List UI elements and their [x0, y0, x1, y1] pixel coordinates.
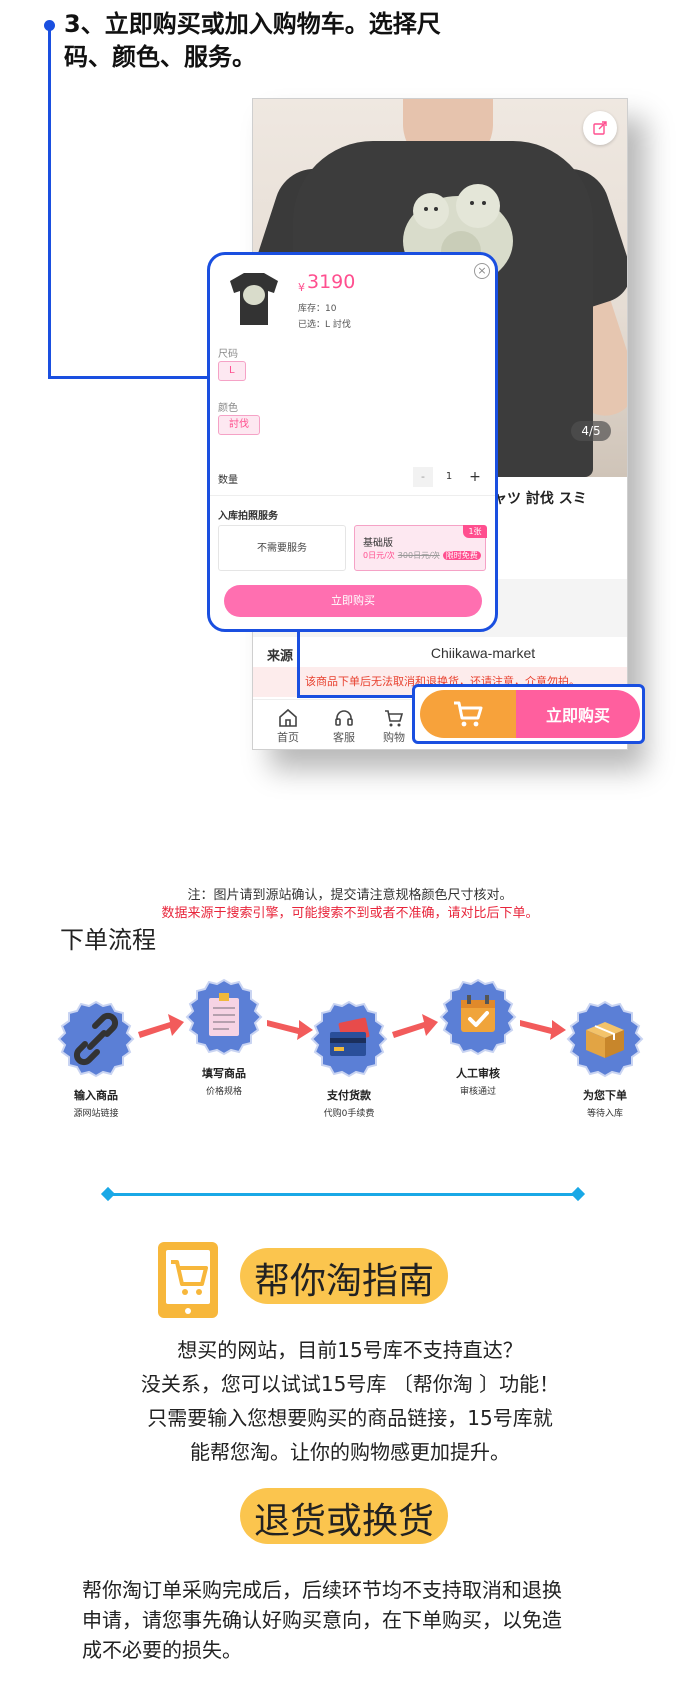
quantity-plus-button[interactable]: +: [469, 469, 481, 485]
step-connector-horizontal: [48, 376, 211, 379]
quantity-value[interactable]: 1: [445, 471, 453, 482]
popup-buy-now-button[interactable]: 立即购买: [224, 585, 482, 617]
service-basic-tag: 限时免费: [442, 551, 481, 560]
product-thumbnail: [230, 273, 278, 325]
flow-arrow-3: [392, 1014, 438, 1038]
tab-cart[interactable]: 购物: [367, 700, 421, 749]
service-basic-price: 0日元/次: [363, 551, 395, 560]
divider-diamond-right: [570, 1186, 586, 1202]
returns-line-1: 帮你淘订单采购完成后，后续环节均不支持取消和退换: [82, 1578, 562, 1602]
headset-icon: [335, 710, 353, 726]
flow-step-fill-sub: 价格规格: [205, 1087, 242, 1097]
price-value: 3190: [307, 271, 356, 293]
stock-text: 库存：10: [298, 304, 337, 314]
quantity-minus-button[interactable]: -: [413, 467, 433, 487]
notepad-icon: [209, 993, 239, 1036]
flow-step-review-title: 人工审核: [456, 1067, 500, 1080]
popup-connector-horizontal: [297, 695, 415, 698]
size-option-l[interactable]: L: [218, 361, 246, 381]
tab-service-label: 客服: [333, 731, 355, 744]
tab-service[interactable]: 客服: [317, 700, 371, 749]
add-to-cart-button[interactable]: [420, 690, 516, 738]
service-none-option[interactable]: 不需要服务: [218, 525, 346, 571]
flow-step-order-sub: 等待入库: [586, 1109, 623, 1119]
flow-step-pay-badge: [311, 1001, 387, 1077]
flow-step-order-badge: [567, 1001, 643, 1077]
flow-title: 下单流程: [60, 926, 156, 954]
service-basic-old-price: 300日元/次: [397, 551, 440, 560]
credit-card-icon: [330, 1017, 370, 1056]
flow-step-review-badge: [440, 979, 516, 1055]
service-label: 入库拍照服务: [218, 511, 278, 522]
calendar-check-icon: [461, 995, 495, 1032]
share-icon: [593, 121, 607, 135]
tab-home[interactable]: 首页: [261, 700, 315, 749]
source-label: 来源: [267, 649, 294, 664]
flow-step-order-title: 为您下单: [583, 1089, 627, 1102]
cart-icon: [454, 701, 483, 727]
note-data-warning: 数据来源于搜索引擎，可能搜索不到或者不准确，请对比后下单。: [161, 906, 539, 921]
flow-arrow-4: [520, 1020, 566, 1040]
flow-step-pay-sub: 代购0手续费: [323, 1109, 375, 1119]
quantity-label: 数量: [218, 475, 238, 486]
sku-selector-popup: × ¥ 3190 库存：10 已选：L 討伐 尺码 L 颜色 討伐 数量 - 1…: [207, 252, 498, 632]
popup-close-button[interactable]: ×: [474, 263, 490, 279]
flow-step-input-sub: 源网站链接: [73, 1109, 119, 1119]
source-value: Chiikawa-market: [430, 645, 536, 661]
step-connector-vertical: [48, 26, 51, 379]
guide-line-2: 没关系，您可以试试15号库 〔帮你淘 〕功能！: [140, 1372, 560, 1396]
guide-title-highlight: [240, 1248, 448, 1304]
tab-home-label: 首页: [277, 731, 299, 744]
product-title: ャツ 討伐 スミ: [493, 491, 587, 507]
flow-step-input-title: 输入商品: [74, 1089, 118, 1102]
step-dot: [44, 20, 55, 31]
price-symbol: ¥: [298, 281, 305, 294]
returns-title: 退货或换货: [253, 1501, 434, 1542]
divider-diamond-left: [100, 1186, 116, 1202]
guide-line-4: 能帮您淘。让你的购物感更加提升。: [190, 1440, 510, 1464]
selected-text: 已选：L 討伐: [298, 320, 351, 330]
size-label: 尺码: [218, 349, 238, 360]
flow-step-fill-title: 填写商品: [202, 1067, 246, 1080]
service-basic-name: 基础版: [363, 538, 393, 549]
cart-icon: [385, 710, 404, 727]
returns-title-highlight: [240, 1488, 448, 1544]
step-title: 3、立即购买或加入购物车。选择尺 码、颜色、服务。: [64, 8, 524, 74]
flow-step-pay-title: 支付货款: [327, 1089, 371, 1102]
guide-title: 帮你淘指南: [253, 1261, 434, 1302]
color-option[interactable]: 討伐: [218, 415, 260, 435]
returns-line-3: 成不必要的损失。: [82, 1638, 242, 1662]
tablet-cart-icon: [158, 1242, 218, 1318]
package-icon: [586, 1022, 624, 1058]
guide-line-3: 只需要输入您想要购买的商品链接，15号库就: [147, 1406, 553, 1430]
home-icon: [279, 708, 297, 727]
color-label: 颜色: [218, 403, 238, 414]
share-button[interactable]: [583, 111, 617, 145]
step-title-line1: 3、立即购买或加入购物车。选择尺: [64, 10, 441, 38]
flow-step-review-sub: 审核通过: [459, 1087, 496, 1097]
note-source-confirm: 注：图片请到源站确认，提交请注意规格颜色尺寸核对。: [187, 888, 513, 903]
returns-line-2: 申请，请您事先确认好购买意向，在下单购买，以免造: [82, 1608, 562, 1632]
flow-step-fill-badge: [186, 979, 262, 1055]
service-basic-badge: 1张: [463, 525, 487, 538]
image-counter: 4/5: [571, 421, 611, 441]
divider: [210, 495, 495, 496]
flow-arrow-2: [267, 1020, 313, 1040]
step-title-line2: 码、颜色、服务。: [64, 43, 256, 71]
flow-step-input-badge: [58, 1001, 134, 1077]
flow-arrow-1: [138, 1014, 184, 1038]
guide-line-1: 想买的网站，目前15号库不支持直达？: [177, 1338, 523, 1362]
section-divider: [106, 1193, 580, 1196]
popup-connector-vertical: [297, 626, 300, 698]
buy-now-button[interactable]: 立即购买: [516, 690, 640, 738]
quantity-stepper: - 1 +: [413, 467, 485, 487]
link-icon: [73, 1012, 119, 1066]
tab-cart-label: 购物: [383, 731, 405, 744]
